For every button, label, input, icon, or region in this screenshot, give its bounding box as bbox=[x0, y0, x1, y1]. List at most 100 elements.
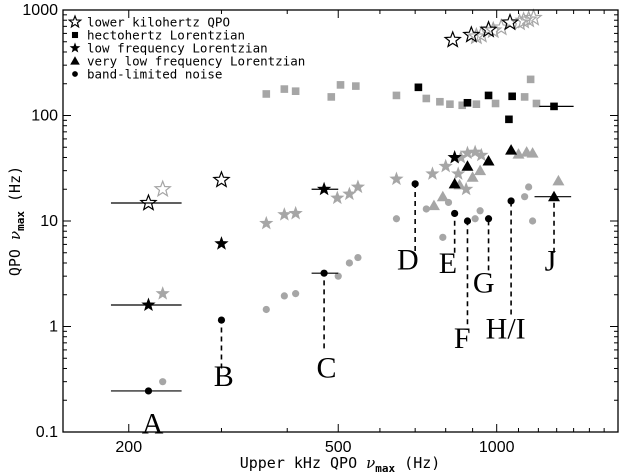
grey-point-star bbox=[453, 149, 469, 164]
grey-point-star bbox=[451, 166, 466, 180]
x-axis-title-nu: ν bbox=[366, 454, 375, 472]
grey-point-triangle bbox=[526, 147, 539, 158]
legend-label: very low frequency Lorentzian bbox=[87, 54, 305, 69]
grey-point-square bbox=[520, 93, 529, 101]
black-point-circle bbox=[507, 197, 515, 205]
legend-marker-circle bbox=[72, 71, 78, 77]
grey-point-square bbox=[336, 81, 345, 89]
black-point-square bbox=[463, 98, 472, 107]
grey-point-triangle bbox=[552, 174, 565, 186]
annotation-label-J: J bbox=[545, 245, 557, 278]
y-axis-title-sub: max bbox=[14, 211, 27, 231]
annotation-label-C: C bbox=[317, 351, 337, 384]
grey-point-circle bbox=[354, 253, 362, 262]
y-tick-label: 100 bbox=[31, 108, 58, 125]
y-tick-label: 1000 bbox=[22, 2, 58, 19]
black-point-star bbox=[214, 236, 229, 250]
black-point-circle bbox=[484, 215, 493, 223]
grey-point-circle bbox=[280, 292, 288, 300]
black-point-square bbox=[505, 115, 513, 124]
axis-ticks: 200 500 1000 0.1 1 10 100 1000 bbox=[22, 2, 618, 456]
grey-point-circle bbox=[521, 193, 529, 201]
black-point-triangle bbox=[482, 155, 495, 166]
grey-point-square bbox=[392, 91, 401, 100]
black-point-triangle bbox=[461, 160, 474, 171]
black-point-star-open bbox=[212, 170, 231, 188]
legend-marker-star-open bbox=[67, 14, 83, 29]
legend-label: low frequency Lorentzian bbox=[87, 41, 268, 56]
grey-point-star bbox=[389, 171, 404, 186]
grey-point-star bbox=[474, 147, 489, 162]
black-point-square bbox=[550, 102, 558, 111]
y-axis-title-nu: ν bbox=[6, 231, 24, 240]
grey-point-square bbox=[352, 82, 360, 90]
annotation-label-F: F bbox=[454, 322, 471, 355]
y-tick-label: 0.1 bbox=[36, 424, 58, 441]
grey-point-triangle bbox=[436, 190, 449, 202]
black-point-square bbox=[508, 92, 516, 101]
grey-point-circle bbox=[292, 290, 300, 298]
grey-point-star bbox=[330, 190, 345, 205]
grey-point-star bbox=[342, 186, 357, 201]
y-tick-label: 10 bbox=[40, 213, 58, 230]
grey-point-star bbox=[438, 158, 453, 173]
grey-point-triangle bbox=[474, 164, 487, 176]
x-axis-title: Upper kHz QPO νmax (Hz) bbox=[240, 454, 441, 475]
grey-point-square bbox=[491, 99, 500, 108]
grey-point-star-open bbox=[467, 26, 486, 45]
grey-point-star bbox=[460, 145, 475, 160]
black-point-star-open bbox=[139, 193, 158, 211]
grey-point-circle bbox=[262, 305, 270, 314]
grey-point-circle bbox=[476, 207, 484, 215]
grey-point-star bbox=[459, 181, 474, 196]
grey-point-circle bbox=[334, 272, 342, 280]
black-point-square bbox=[414, 83, 423, 92]
grey-point-star bbox=[425, 166, 440, 180]
x-tick-label: 500 bbox=[325, 439, 352, 456]
grey-point-circle bbox=[444, 198, 453, 207]
grey-point-star bbox=[350, 179, 366, 194]
legend-marker-square bbox=[71, 31, 79, 39]
grey-point-triangle bbox=[427, 199, 440, 211]
grey-point-square bbox=[458, 101, 467, 110]
black-point-star bbox=[141, 297, 156, 312]
grey-point-square bbox=[262, 90, 271, 98]
black-point-triangle bbox=[505, 144, 518, 155]
black-point-star bbox=[316, 181, 332, 196]
y-axis-title-main: QPO bbox=[6, 240, 24, 276]
grey-point-square bbox=[526, 75, 535, 84]
x-tick-label: 1000 bbox=[479, 439, 515, 456]
black-point-star bbox=[447, 149, 462, 164]
black-point-triangle bbox=[448, 177, 461, 189]
y-tick-label: 1 bbox=[49, 319, 58, 336]
legend-label: lower kilohertz QPO bbox=[87, 15, 230, 30]
grey-point-star bbox=[468, 144, 483, 159]
black-point-triangle bbox=[548, 190, 561, 202]
grey-point-star bbox=[259, 215, 274, 230]
x-tick-label: 200 bbox=[115, 439, 142, 456]
annotation-label-E: E bbox=[439, 247, 457, 280]
black-point-circle bbox=[144, 387, 153, 395]
grey-point-star bbox=[155, 286, 170, 300]
black-point-star-open bbox=[500, 12, 520, 31]
annotation-label-A: A bbox=[142, 408, 164, 441]
black-point-star-open bbox=[443, 30, 462, 48]
grey-point-square bbox=[532, 99, 541, 108]
grey-point-star-open bbox=[484, 20, 503, 39]
legend-label: hectohertz Lorentzian bbox=[87, 28, 245, 43]
grey-point-circle bbox=[525, 183, 533, 191]
grey-point-circle bbox=[471, 215, 479, 223]
black-point-square bbox=[484, 91, 493, 100]
y-axis-title: QPO νmax (Hz) bbox=[6, 166, 27, 276]
grey-point-star-open bbox=[524, 8, 543, 26]
grey-point-square bbox=[327, 93, 336, 101]
grey-point-square bbox=[280, 85, 289, 93]
x-axis-title-sub: max bbox=[375, 462, 395, 475]
annotation-label-D: D bbox=[397, 244, 419, 277]
grey-point-circle bbox=[528, 217, 537, 225]
grey-point-square bbox=[472, 100, 481, 108]
